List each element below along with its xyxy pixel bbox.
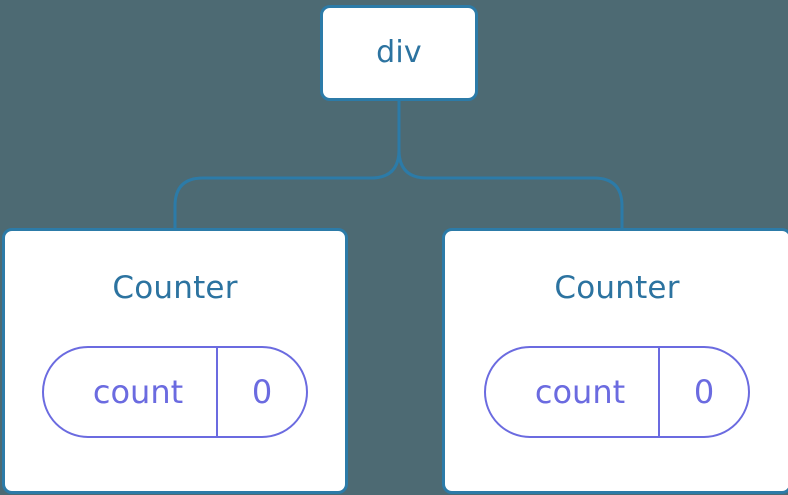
- counter-node-title: Counter: [112, 270, 238, 306]
- tree-node-counter-left[interactable]: Counter count 0: [2, 228, 348, 494]
- tree-node-counter-right[interactable]: Counter count 0: [442, 228, 788, 494]
- state-value-label: 0: [251, 373, 273, 411]
- connector-path: [173, 99, 624, 230]
- div-node-label: div: [376, 35, 422, 70]
- state-key-label: count: [486, 348, 660, 436]
- counter-node-title: Counter: [554, 270, 680, 306]
- state-badge-count[interactable]: count 0: [42, 346, 308, 438]
- state-badge-count[interactable]: count 0: [484, 346, 750, 438]
- state-key-label: count: [44, 348, 218, 436]
- state-value-label: 0: [693, 373, 715, 411]
- tree-node-div[interactable]: div: [320, 5, 478, 101]
